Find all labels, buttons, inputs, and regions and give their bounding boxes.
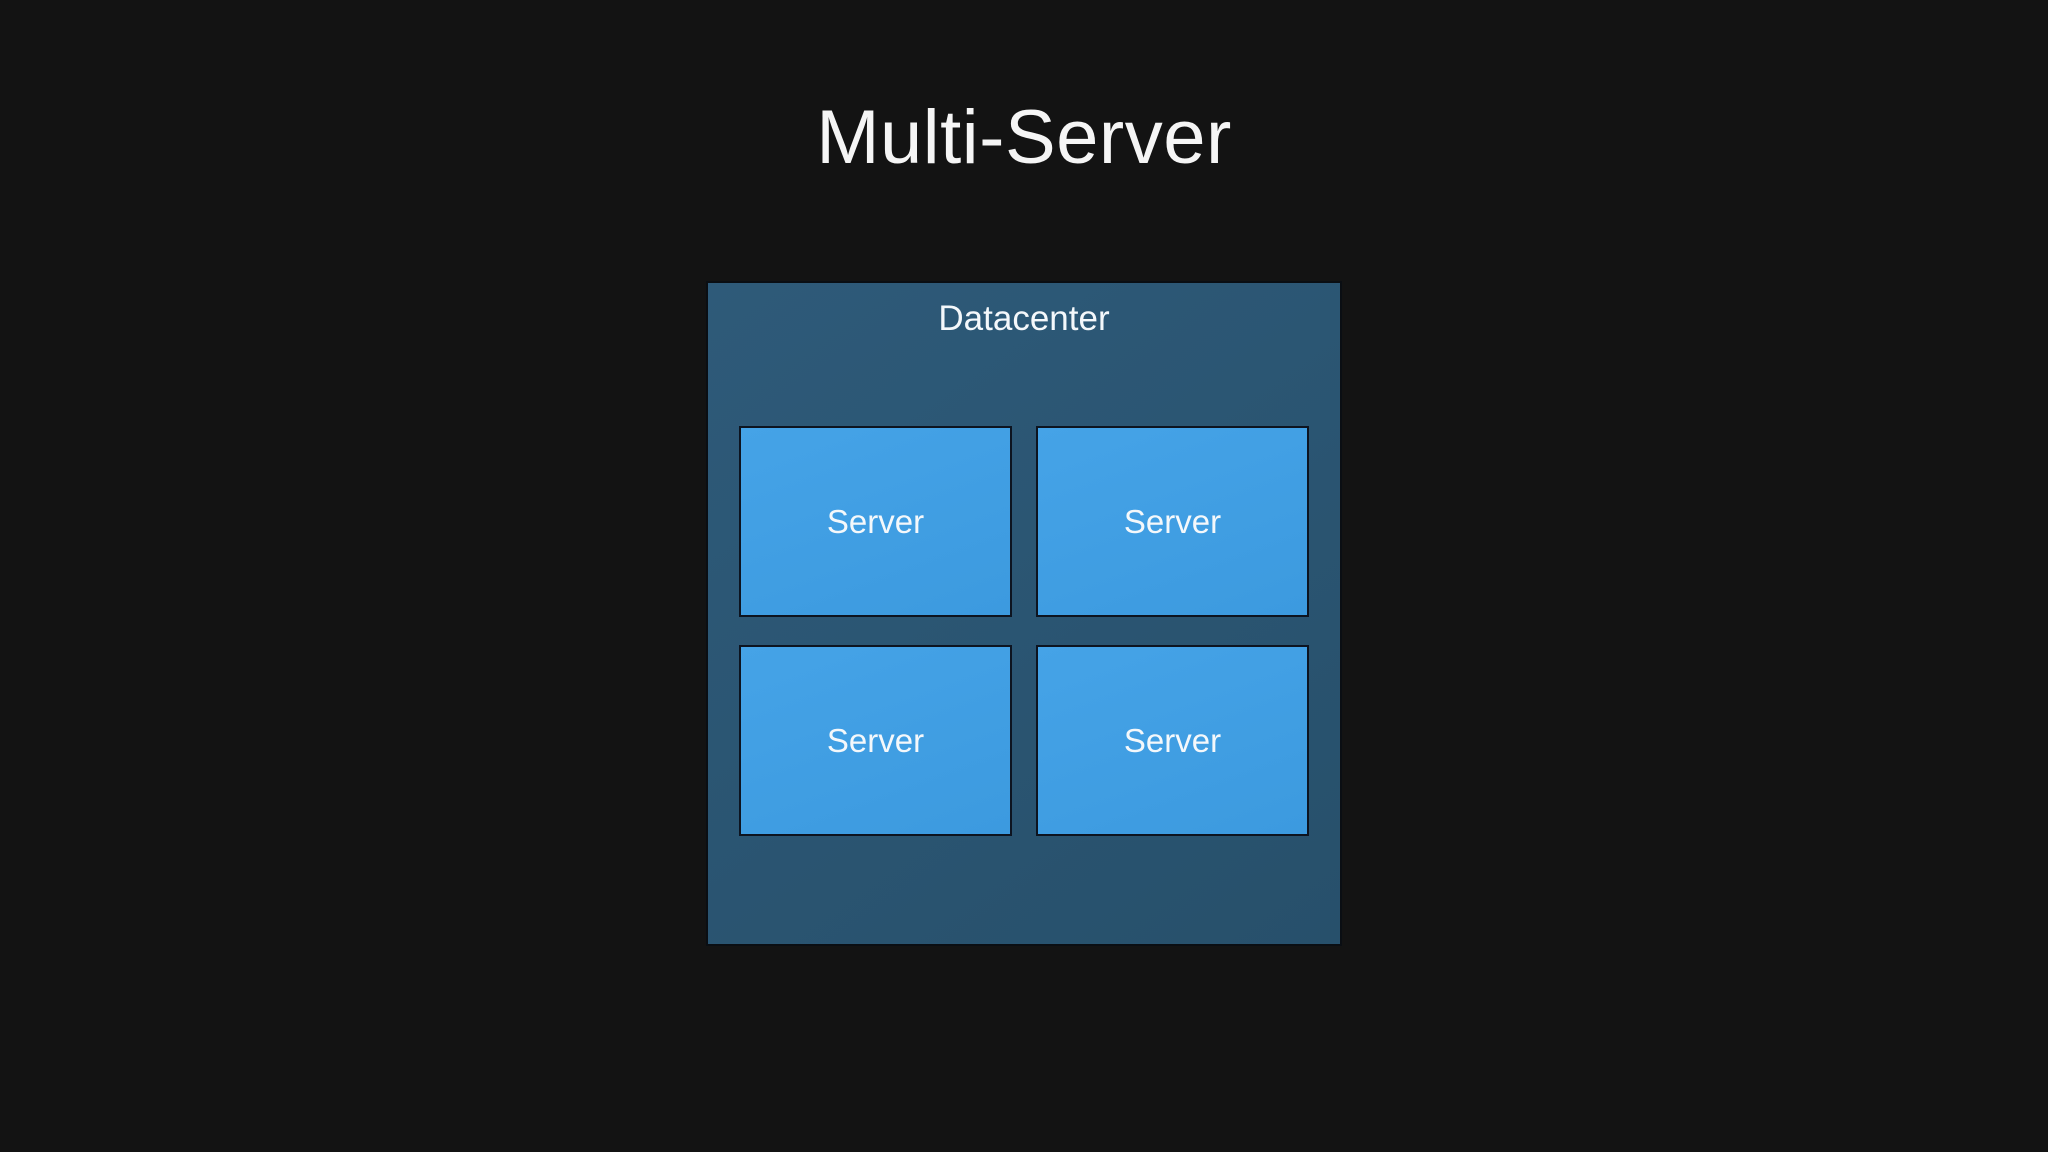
server-label: Server — [826, 502, 925, 540]
datacenter-box: Datacenter Server Server Server Server — [706, 281, 1342, 946]
server-label: Server — [1123, 502, 1222, 540]
server-box: Server — [1036, 645, 1309, 836]
page-title: Multi-Server — [816, 95, 1232, 180]
server-label: Server — [1123, 721, 1222, 759]
server-box: Server — [1036, 426, 1309, 617]
server-grid: Server Server Server Server — [739, 426, 1309, 836]
server-box: Server — [739, 645, 1012, 836]
datacenter-label: Datacenter — [938, 299, 1110, 338]
server-label: Server — [826, 721, 925, 759]
server-box: Server — [739, 426, 1012, 617]
